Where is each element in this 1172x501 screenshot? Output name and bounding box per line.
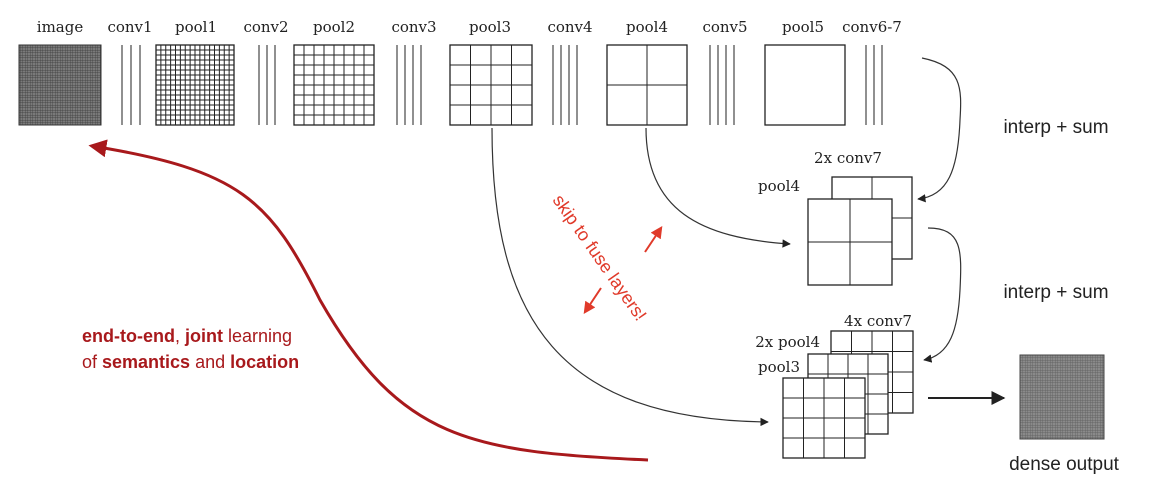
stage2-pool4-block	[807, 198, 893, 286]
skip-arrow-up	[644, 226, 663, 253]
layer-label-conv5: conv5	[702, 18, 747, 36]
conv1-filters	[121, 45, 141, 125]
layer-label-conv3: conv3	[391, 18, 436, 36]
skip-to-fuse-label: skip to fuse layers!	[549, 191, 651, 325]
conv4-filters	[552, 45, 578, 125]
pool3-skip-connector	[491, 127, 769, 427]
layer-label-conv6-7: conv6-7	[842, 18, 902, 36]
pool4-skip-connector	[645, 127, 791, 248]
layer-label-pool2: pool2	[313, 18, 355, 36]
layer-label-pool3: pool3	[469, 18, 511, 36]
pool1-block	[155, 44, 235, 126]
interp-sum-label-2: interp + sum	[1003, 282, 1108, 303]
input-image-block	[18, 44, 102, 126]
learning-bold-joint: joint	[184, 326, 223, 346]
dense-output-label: dense output	[1009, 454, 1120, 475]
stage2-label-2x-conv7: 2x conv7	[814, 149, 882, 167]
learning-bold-semantics: semantics	[102, 352, 190, 372]
stage3-label-2x-pool4: 2x pool4	[755, 333, 820, 351]
end-to-end-arrow	[88, 139, 649, 462]
layer-label-pool1: pool1	[175, 18, 217, 36]
stage3-pool3-block	[782, 377, 866, 459]
interp-sum-connector-2	[923, 227, 962, 363]
stage3-label-4x-conv7: 4x conv7	[844, 312, 912, 330]
layer-label-pool4: pool4	[626, 18, 668, 36]
learning-bold-location: location	[230, 352, 299, 372]
pool5-block	[764, 44, 846, 126]
interp-sum-connector-1	[917, 57, 962, 203]
dense-output-block	[1019, 354, 1105, 440]
learning-bold-end-to-end: end-to-end	[82, 326, 175, 346]
interp-sum-label-1: interp + sum	[1003, 117, 1108, 138]
layer-label-conv1: conv1	[107, 18, 152, 36]
conv3-filters	[396, 45, 422, 125]
learning-caption-line2: of semantics and location	[82, 352, 299, 372]
conv6-7-filters	[865, 45, 883, 125]
learning-text-sep: ,	[175, 326, 185, 346]
skip-arrow-down	[583, 287, 602, 314]
stage2-label-pool4: pool4	[758, 177, 800, 195]
pool2-block	[293, 44, 375, 126]
layer-label-conv2: conv2	[243, 18, 288, 36]
pool4-block	[606, 44, 688, 126]
pool3-block	[449, 44, 533, 126]
conv2-filters	[258, 45, 276, 125]
layer-label-conv4: conv4	[547, 18, 592, 36]
layer-label-pool5: pool5	[782, 18, 824, 36]
learning-caption-line1: end-to-end, joint learning	[82, 326, 292, 346]
learning-text-learning: learning	[223, 326, 292, 346]
learning-text-of: of	[82, 352, 102, 372]
conv5-filters	[709, 45, 735, 125]
stage3-label-pool3: pool3	[758, 358, 800, 376]
layer-label-image: image	[37, 18, 84, 36]
learning-text-and: and	[190, 352, 230, 372]
